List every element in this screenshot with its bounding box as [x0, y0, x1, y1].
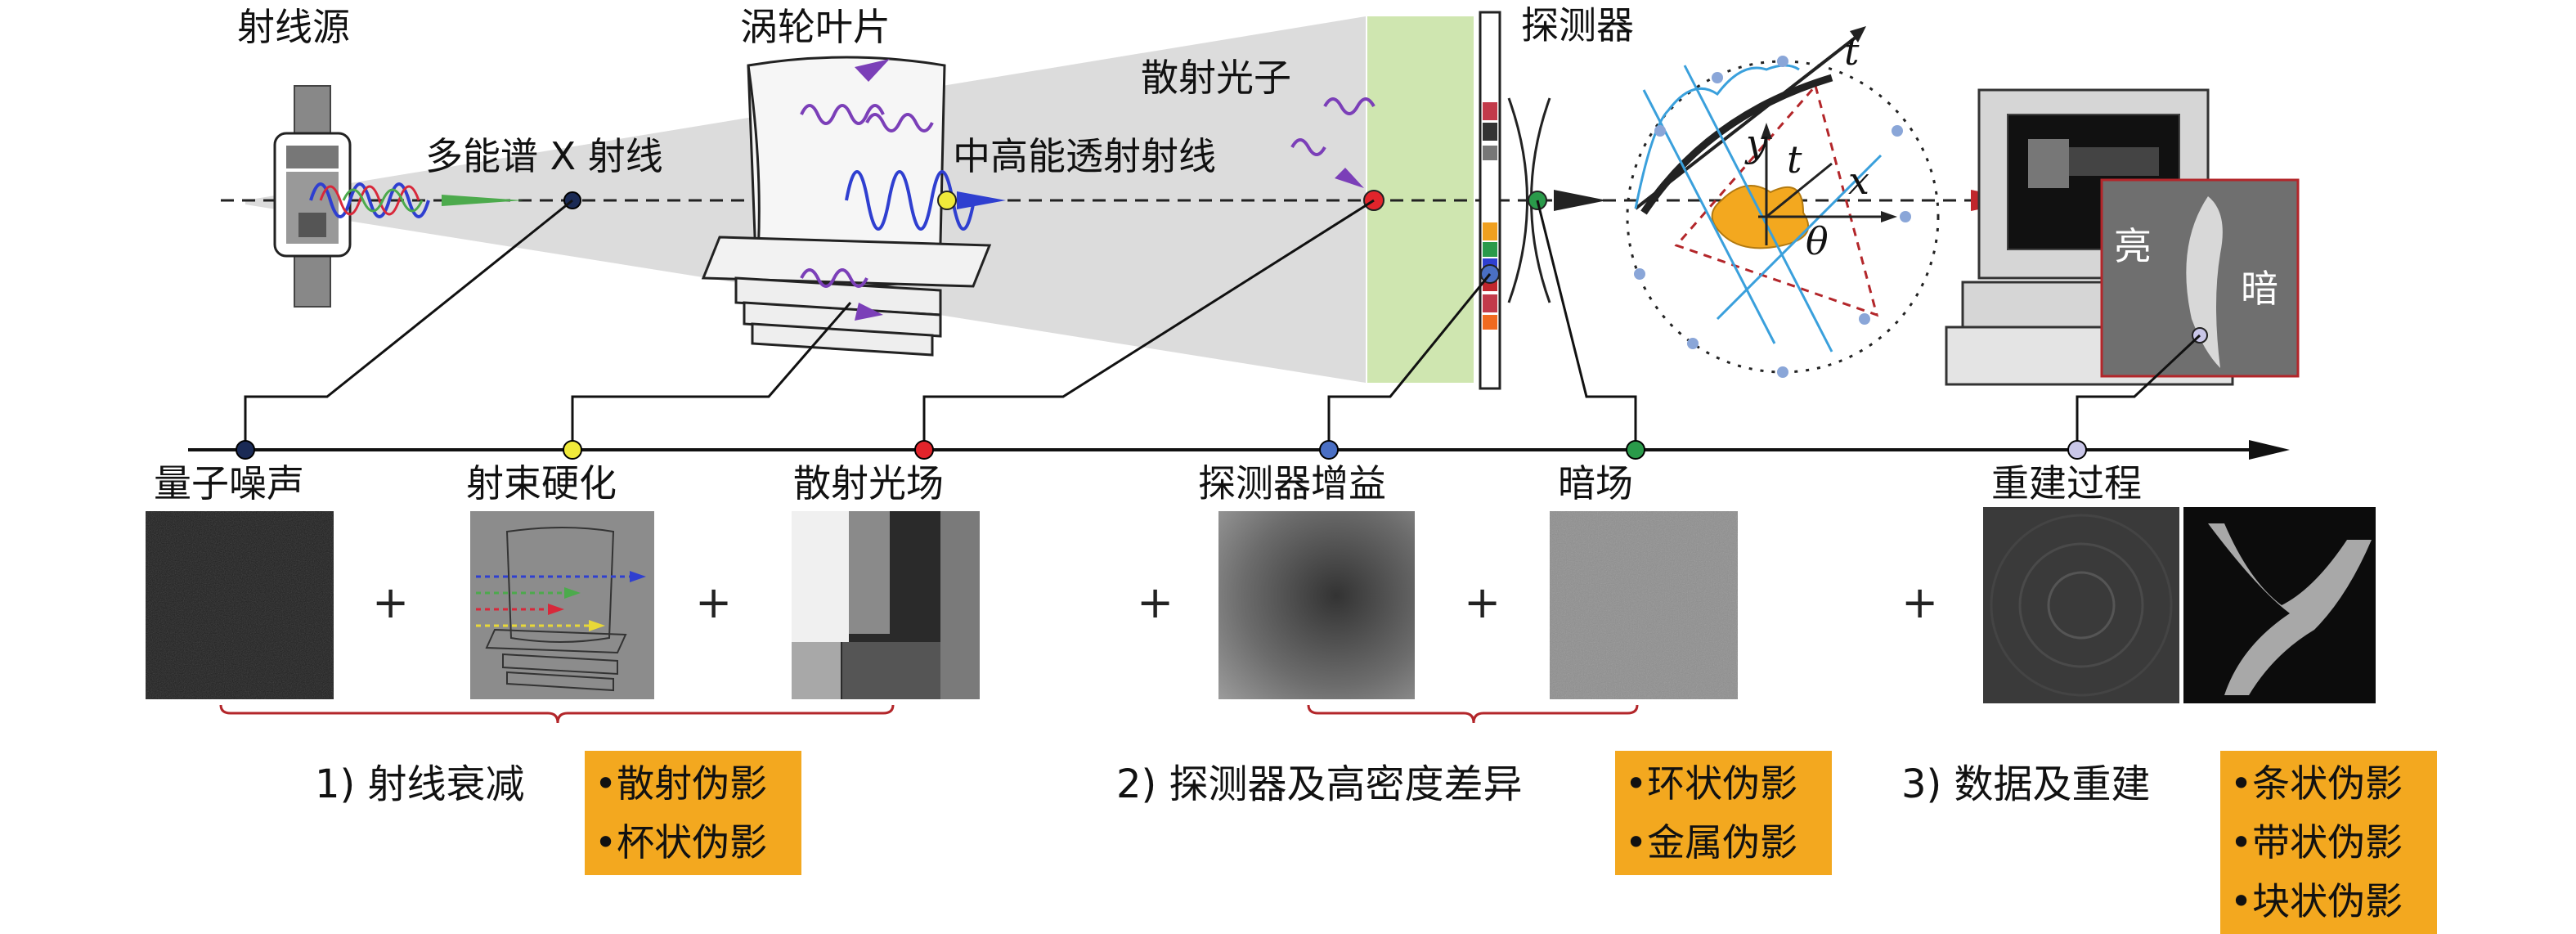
tag-item: •杯状伪影	[595, 820, 768, 864]
label-blade: 涡轮叶片	[740, 5, 891, 49]
connector-gain	[1327, 273, 1492, 450]
turbine-blade-icon	[701, 56, 992, 357]
scatter-photon-arrow	[1335, 168, 1364, 188]
transmitted-arrow	[957, 191, 1006, 209]
blade-purple-arrow-low	[855, 303, 883, 321]
label-t-top: t	[1844, 29, 1860, 74]
panel-dark-field	[1550, 511, 1738, 699]
label-y-axis: y	[1746, 121, 1767, 165]
tag-item: •带状伪影	[2230, 820, 2403, 864]
label-polychromatic: 多能谱 X 射线	[425, 134, 663, 178]
tag-item: •散射伪影	[595, 761, 768, 806]
timeline-label-1: 射束硬化	[466, 461, 617, 505]
detector-arrow	[1554, 190, 1607, 211]
panel-scatter-field	[792, 511, 980, 699]
plus-5: +	[1901, 577, 1939, 628]
detector-bar-icon	[1479, 11, 1551, 390]
timeline-node-4	[1626, 440, 1645, 460]
blade-wave-purple-mid	[865, 113, 934, 132]
timeline-arrow	[2249, 440, 2290, 460]
source-wave-green	[342, 188, 424, 213]
panel-quantum-noise-grain	[146, 511, 334, 699]
timeline-node-0	[236, 440, 255, 460]
category-label-1: 1) 射线衰减	[315, 761, 525, 807]
blade-wave-purple-low	[800, 268, 868, 288]
timeline-node-1	[563, 440, 582, 460]
blade-purple-arrow-top	[855, 59, 890, 82]
connector-dark	[1536, 200, 1637, 450]
connector-reconstruction	[2076, 334, 2201, 450]
label-source: 射线源	[237, 5, 350, 49]
timeline-node-3	[1319, 440, 1339, 460]
category-tags-1: •散射伪影 •杯状伪影	[585, 751, 801, 875]
scan-geometry	[1626, 26, 1940, 378]
category-tags-3: •条状伪影 •带状伪影 •块状伪影	[2220, 751, 2437, 934]
category-label-2: 2) 探测器及高密度差异	[1116, 761, 1523, 807]
reconstruction-inset	[2100, 178, 2300, 378]
brace-group-2	[1307, 704, 1639, 724]
label-scatter-photon: 散射光子	[1141, 56, 1291, 100]
panel-beam-hardening	[470, 511, 654, 699]
tag-item: •块状伪影	[2230, 879, 2403, 923]
label-x-axis: x	[1848, 159, 1869, 203]
panel-reconstruction-streaks	[2183, 507, 2376, 703]
blade-wave-purple-top	[800, 104, 885, 125]
category-tags-2: •环状伪影 •金属伪影	[1615, 751, 1832, 875]
plus-2: +	[695, 577, 733, 628]
node-beam-hardening	[937, 191, 957, 210]
plus-4: +	[1464, 577, 1501, 628]
panel-detector-gain	[1218, 511, 1415, 699]
label-bright: 亮	[2114, 224, 2152, 268]
tag-item: •环状伪影	[1625, 761, 1798, 806]
label-dark: 暗	[2241, 267, 2278, 311]
tag-item: •条状伪影	[2230, 761, 2403, 806]
source-wave-blue	[309, 182, 430, 218]
source-arrow	[442, 195, 523, 206]
timeline-node-2	[914, 440, 934, 460]
xray-source-icon	[273, 85, 352, 308]
timeline-label-3: 探测器增益	[1198, 461, 1386, 505]
tag-item: •金属伪影	[1625, 820, 1798, 864]
plus-3: +	[1137, 577, 1174, 628]
brace-group-1	[219, 704, 895, 724]
timeline-label-4: 暗场	[1558, 461, 1633, 505]
label-detector: 探测器	[1521, 3, 1634, 47]
plus-1: +	[372, 577, 410, 628]
connector-scatter	[922, 199, 1375, 450]
label-t-mid: t	[1787, 137, 1802, 182]
computer-icon	[1945, 88, 2234, 386]
connector-hardening	[571, 302, 852, 450]
panel-reconstruction-rings	[1983, 507, 2179, 703]
label-theta: θ	[1806, 219, 1829, 263]
timeline-node-5	[2067, 440, 2087, 460]
connector-noise	[244, 199, 573, 450]
timeline-label-0: 量子噪声	[154, 461, 304, 505]
timeline-label-2: 散射光场	[793, 461, 944, 505]
category-label-3: 3) 数据及重建	[1901, 761, 2151, 807]
label-transmitted: 中高能透射射线	[953, 134, 1216, 178]
scatter-photon-wave	[1323, 97, 1376, 115]
scatter-photon-wave-2	[1290, 138, 1326, 156]
timeline-label-5: 重建过程	[1991, 461, 2142, 505]
